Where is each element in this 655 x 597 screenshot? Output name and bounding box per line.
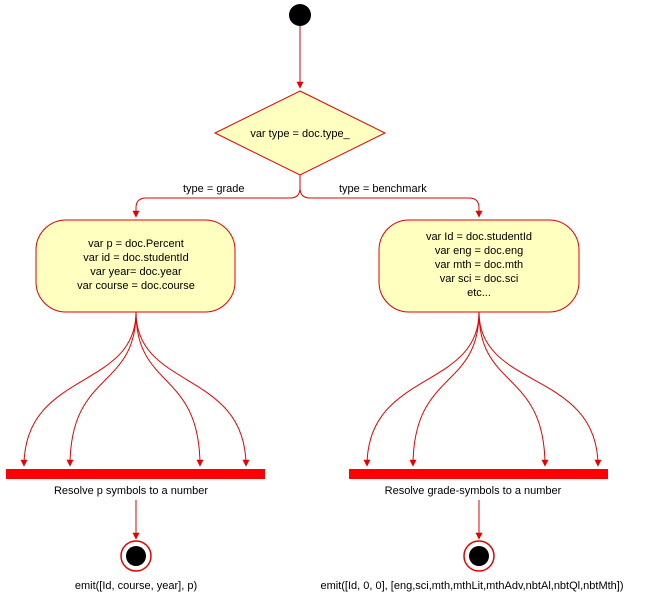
join-bar-grade [6,469,265,479]
join-bar-benchmark-label: Resolve grade-symbols to a number [385,485,562,497]
branch-label-grade: type = grade [183,183,244,195]
join-bar-grade-label: Resolve p symbols to a number [54,485,208,497]
branch-label-benchmark: type = benchmark [339,183,427,195]
end-benchmark-label: emit([Id, 0, 0], [eng,sci,mth,mthLit,mth… [320,580,623,592]
flow-branch-benchmark [299,175,483,218]
flows-benchmark-to-bar [363,311,602,467]
decision-text: var type = doc.type_ [250,128,350,140]
action-benchmark-line-1: var Id = doc.studentId [426,231,532,243]
action-benchmark-line-5: etc... [467,287,491,299]
end-node-grade [120,540,152,572]
action-benchmark-line-2: var eng = doc.eng [435,245,523,257]
start-node [289,4,311,26]
join-bar-benchmark [349,469,608,479]
action-benchmark-line-3: var mth = doc.mth [435,259,523,271]
action-grade-line-1: var p = doc.Percent [88,238,184,250]
action-benchmark-line-4: var sci = doc.sci [440,273,519,285]
action-grade-line-2: var id = doc.studentId [83,252,188,264]
end-grade-label: emit([Id, course, year], p) [75,580,197,592]
action-grade-line-4: var course = doc.course [77,280,195,292]
action-grade-line-3: var year= doc.year [90,266,182,278]
flow-branch-grade [132,175,301,218]
end-node-benchmark [463,540,495,572]
flows-grade-to-bar [20,311,250,467]
